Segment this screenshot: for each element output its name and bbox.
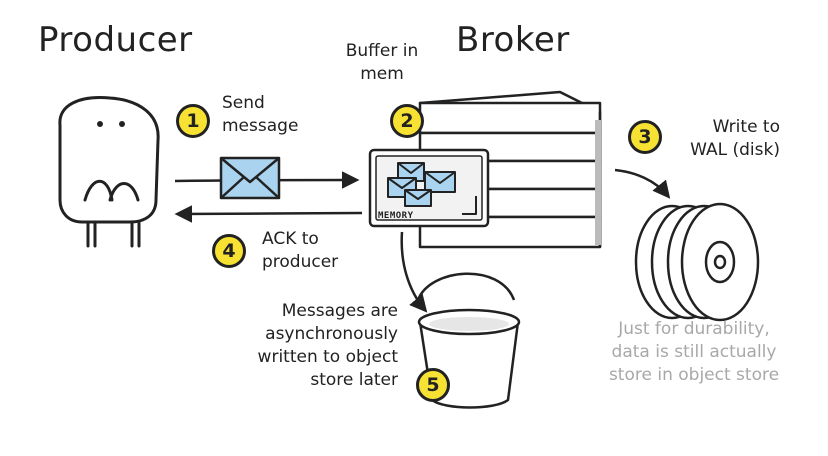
step-4-label: ACK to producer <box>262 229 339 272</box>
step-badge-3: 3 <box>628 120 662 154</box>
memory-board-icon <box>368 148 490 228</box>
producer-title: Producer <box>38 20 193 60</box>
step-badge-2: 2 <box>390 104 424 138</box>
step-badge-5: 5 <box>416 368 450 402</box>
ack-arrow <box>174 205 363 223</box>
broker-title: Broker <box>456 20 570 60</box>
step-3-label: Write to WAL (disk) <box>690 117 780 160</box>
disk-stack-icon <box>634 202 760 322</box>
async-write-arrow <box>400 231 428 313</box>
wal-arrow <box>614 168 671 199</box>
step-badge-4: 4 <box>212 234 246 268</box>
envelope-icon <box>219 156 281 200</box>
producer-character-icon <box>58 95 160 248</box>
step-1-label: Send message <box>222 93 299 136</box>
step-5-label: Messages are asynchronously written to o… <box>257 301 398 390</box>
memory-label: MEMORY <box>378 211 414 221</box>
step-badge-1: 1 <box>176 104 210 138</box>
step-2-label: Buffer in mem <box>345 41 419 84</box>
durability-note: Just for durability, data is still actua… <box>608 319 780 385</box>
